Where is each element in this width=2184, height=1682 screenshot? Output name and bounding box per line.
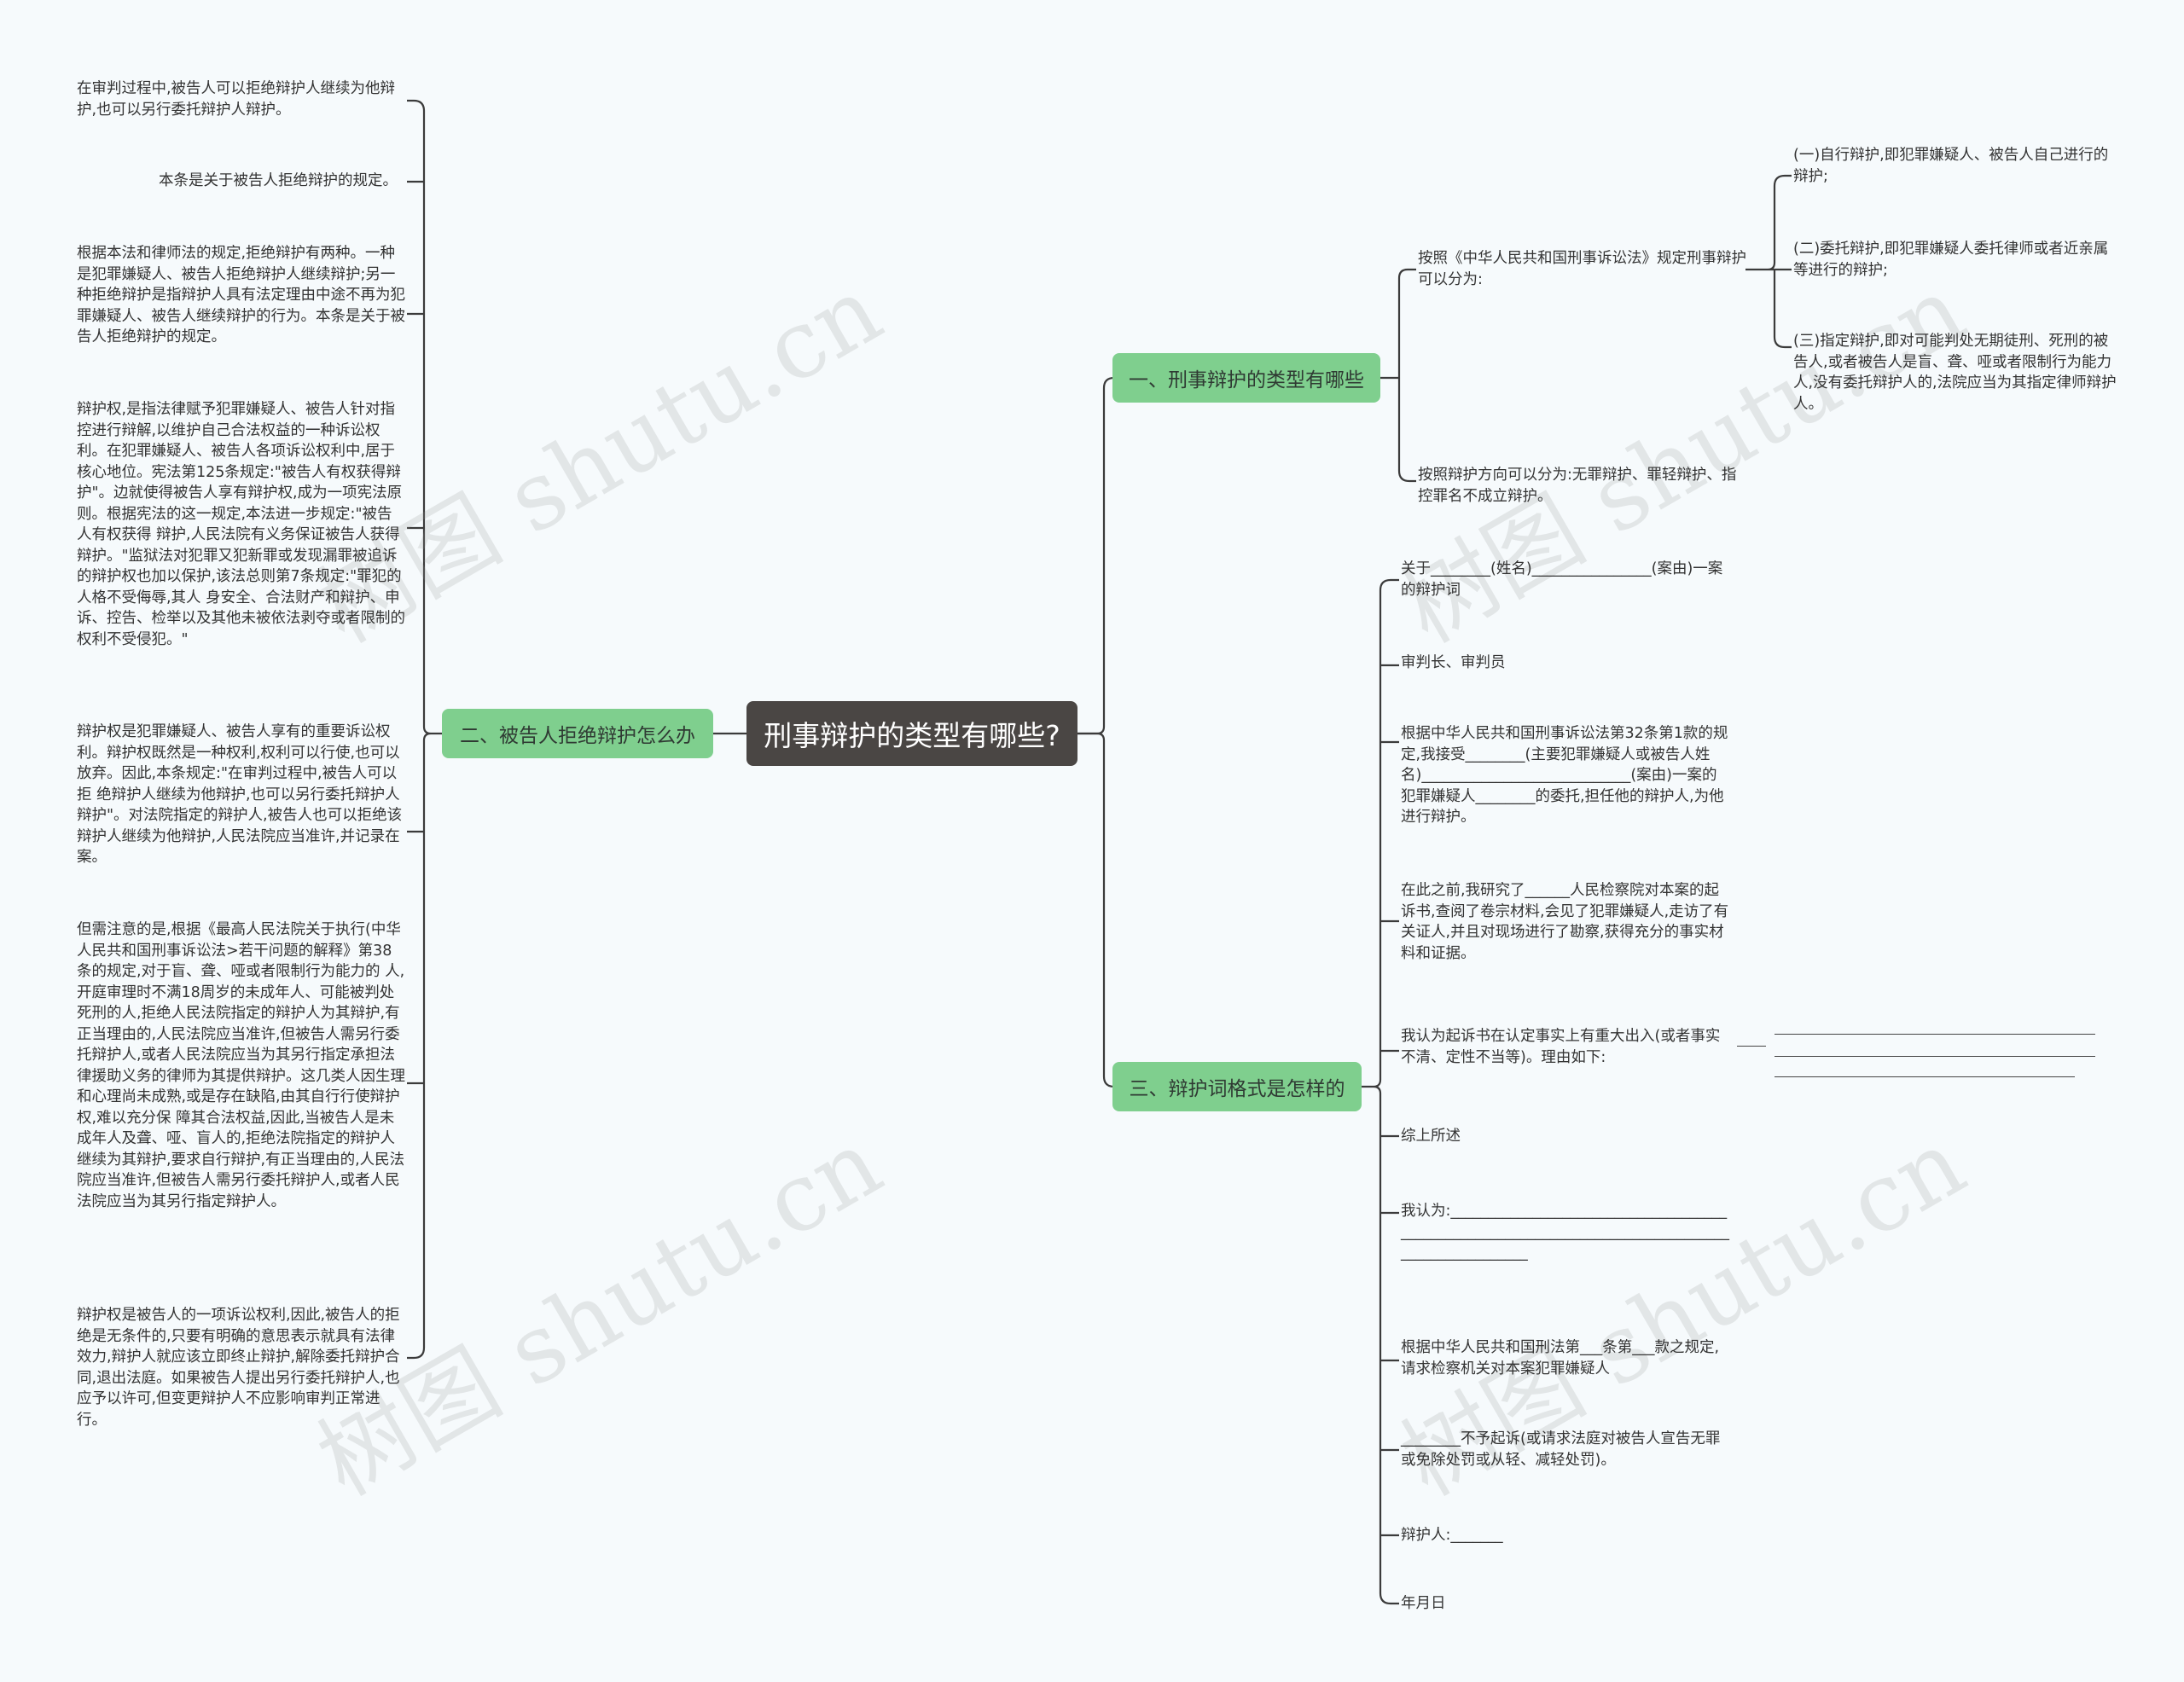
blank-line [1774, 1034, 2095, 1035]
branch-refuse-defense[interactable]: 二、被告人拒绝辩护怎么办 [442, 709, 713, 758]
b3-item[interactable]: 在此之前,我研究了______人民检察院对本案的起诉书,查阅了卷宗材料,会见了犯… [1401, 882, 1729, 962]
b1-type-entrusted[interactable]: (二)委托辩护,即犯罪嫌疑人委托律师或者近亲属等进行的辩护; [1793, 241, 2109, 279]
b3-item[interactable]: 根据中华人民共和国刑事诉讼法第32条第1款的规定,我接受________(主要犯… [1401, 725, 1728, 826]
branch-defense-format[interactable]: 三、辩护词格式是怎样的 [1112, 1062, 1362, 1111]
blank-line [1737, 1046, 1766, 1047]
b1-direction-category[interactable]: 按照辩护方向可以分为:无罪辩护、罪轻辩护、指控罪名不成立辩护。 [1418, 467, 1737, 505]
b3-item[interactable]: 审判长、审判员 [1401, 654, 1506, 671]
link-b3-children [1362, 578, 1399, 1605]
blank-line [1774, 1076, 2075, 1077]
b3-item[interactable]: 根据中华人民共和国刑法第___条第___款之规定,请求检察机关对本案犯罪嫌疑人 [1401, 1339, 1720, 1378]
b3-item[interactable]: 我认为:____________________________________… [1401, 1203, 1729, 1262]
link-root-b3 [1077, 732, 1115, 1088]
b1-type-self[interactable]: (一)自行辩护,即犯罪嫌疑人、被告人自己进行的辩护; [1793, 147, 2109, 185]
b3-item[interactable]: 关于________(姓名)________________(案由)一案的辩护词 [1401, 560, 1723, 599]
b3-item[interactable]: 年月日 [1401, 1595, 1446, 1612]
b2-item[interactable]: 根据本法和律师法的规定,拒绝辩护有两种。一种是犯罪嫌疑人、被告人拒绝辩护人继续辩… [77, 245, 405, 345]
b3-item[interactable]: 我认为起诉书在认定事实上有重大出入(或者事实不清、定性不当等)。理由如下: [1401, 1028, 1721, 1066]
b1-law-category[interactable]: 按照《中华人民共和国刑事诉讼法》规定刑事辩护可以分为: [1418, 250, 1746, 288]
b2-item[interactable]: 辩护权是犯罪嫌疑人、被告人享有的重要诉讼权利。辩护权既然是一种权利,权利可以行使… [77, 723, 403, 866]
b3-item[interactable]: 辩护人:_______ [1401, 1527, 1503, 1544]
link-b2-children [407, 99, 442, 1360]
b3-item[interactable]: ________不予起诉(或请求法庭对被告人宣告无罪或免除处罚或从轻、减轻处罚)… [1401, 1430, 1721, 1469]
branch-types[interactable]: 一、刑事辩护的类型有哪些 [1112, 353, 1380, 403]
b2-item[interactable]: 在审判过程中,被告人可以拒绝辩护人继续为他辩护,也可以另行委托辩护人辩护。 [77, 80, 396, 119]
link-b1-children [1380, 268, 1416, 483]
b2-item[interactable]: 辩护权,是指法律赋予犯罪嫌疑人、被告人针对指控进行辩解,以维护自己合法权益的一种… [77, 401, 405, 648]
b1-type-appointed[interactable]: (三)指定辩护,即对可能判处无期徒刑、死刑的被告人,或者被告人是盲、聋、哑或者限… [1793, 333, 2117, 413]
b2-item[interactable]: 但需注意的是,根据《最高人民法院关于执行(中华人民共和国刑事诉讼法>若干问题的解… [77, 921, 405, 1210]
link-root-b1 [1077, 376, 1115, 735]
b3-item[interactable]: 综上所述 [1401, 1128, 1461, 1145]
link-law-types [1745, 174, 1792, 349]
b2-item[interactable]: 本条是关于被告人拒绝辩护的规定。 [159, 172, 398, 189]
blank-line [1774, 1056, 2095, 1057]
root-topic[interactable]: 刑事辩护的类型有哪些? [746, 701, 1077, 766]
b2-item[interactable]: 辩护权是被告人的一项诉讼权利,因此,被告人的拒绝是无条件的,只要有明确的意思表示… [77, 1307, 400, 1429]
